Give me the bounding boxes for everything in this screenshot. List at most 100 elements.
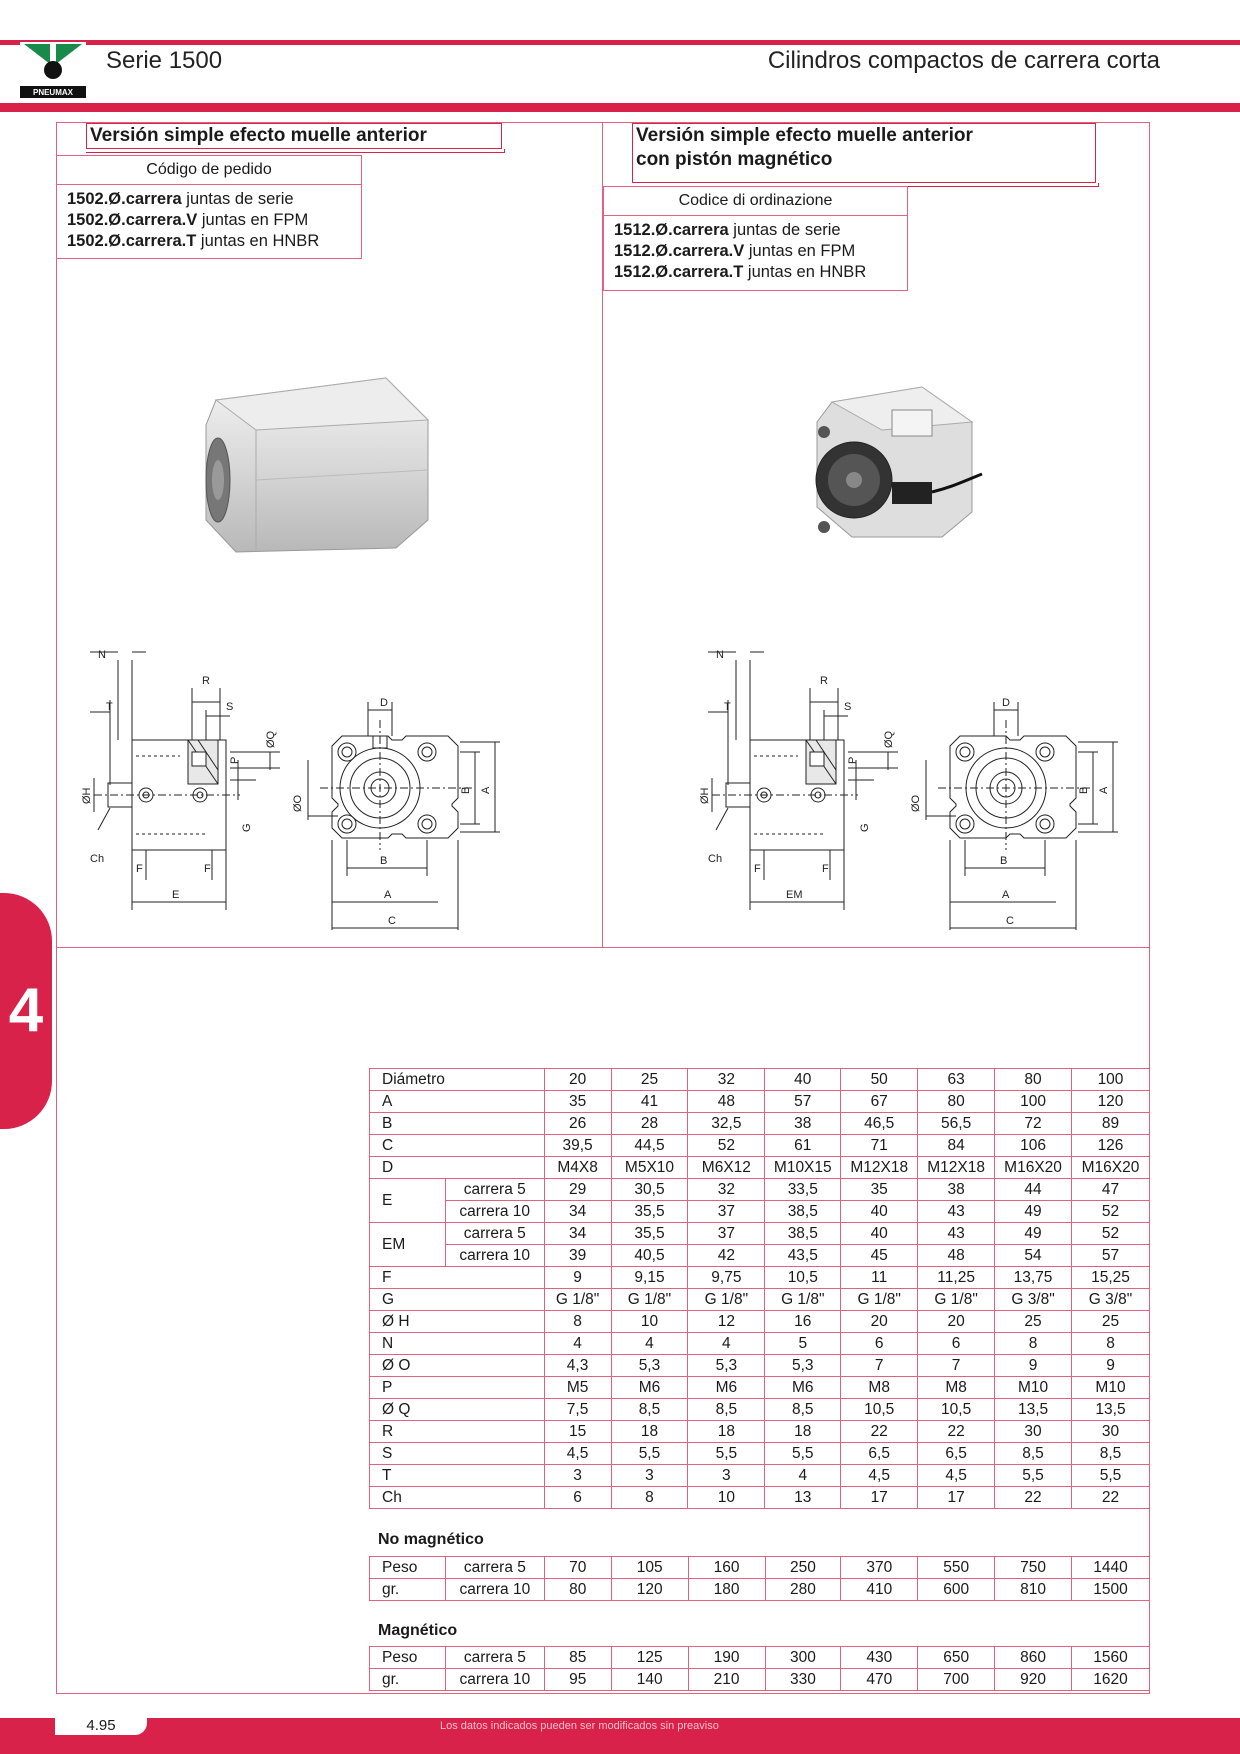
- table-cell: 280: [764, 1578, 842, 1601]
- table-cell: 52: [1071, 1200, 1150, 1223]
- dim-label-P: P: [847, 757, 859, 764]
- dim-label-O: ØO: [910, 794, 922, 812]
- table-cell: 810: [994, 1578, 1073, 1601]
- right-code-item: 1512.Ø.carrera.V juntas en FPM: [614, 242, 856, 260]
- table-cell: 34: [543, 1222, 612, 1245]
- table-cell: 860: [994, 1646, 1073, 1669]
- table-cell: 57: [764, 1090, 842, 1113]
- table-cell: 25: [994, 1310, 1072, 1333]
- dim-label-A-vert: A: [1098, 786, 1110, 794]
- table-cell: M6X12: [687, 1156, 766, 1179]
- table-cell: R: [369, 1420, 545, 1443]
- table-cell: M10X15: [764, 1156, 842, 1179]
- table-cell: M8: [840, 1376, 919, 1399]
- table-cell: 7: [917, 1354, 996, 1377]
- table-cell: M6: [610, 1376, 689, 1399]
- dim-label-G: G: [241, 823, 253, 832]
- table-cell: 7,5: [543, 1398, 612, 1421]
- table-cell: 550: [917, 1556, 996, 1579]
- table-cell: 61: [764, 1134, 842, 1157]
- drawing-bottom-rule: [56, 947, 1150, 948]
- table-cell: 7: [840, 1354, 919, 1377]
- table-cell: 37: [687, 1222, 766, 1245]
- table-cell: 41: [610, 1090, 689, 1113]
- table-cell: 4: [610, 1332, 689, 1355]
- table-cell: 47: [1071, 1178, 1150, 1201]
- table-cell: 56,5: [917, 1112, 996, 1135]
- table-cell: 16: [764, 1310, 842, 1333]
- dim-label-EM: EM: [786, 889, 803, 901]
- table-cell: 52: [687, 1134, 766, 1157]
- table-cell: 5: [764, 1332, 842, 1355]
- table-cell: 5,5: [994, 1464, 1072, 1487]
- dim-label-T: T: [724, 701, 731, 713]
- table-cell: N: [369, 1332, 545, 1355]
- table-cell: 10,5: [840, 1398, 919, 1421]
- table-cell: 120: [1071, 1090, 1150, 1113]
- table-cell: 84: [917, 1134, 996, 1157]
- table-cell: 9,75: [687, 1266, 766, 1289]
- right-code-item: 1512.Ø.carrera.T juntas en HNBR: [614, 263, 867, 281]
- table-cell: 44,5: [610, 1134, 689, 1157]
- table-cell: carrera 10: [444, 1668, 545, 1691]
- table-cell: 44: [994, 1178, 1072, 1201]
- table-cell: 4: [543, 1332, 612, 1355]
- dim-label-R: R: [820, 675, 828, 687]
- table-cell: 38: [917, 1178, 996, 1201]
- table-cell: 18: [687, 1420, 766, 1443]
- table-cell: 8,5: [994, 1442, 1072, 1465]
- table-cell: M5: [543, 1376, 612, 1399]
- table-cell: G 1/8": [840, 1288, 919, 1311]
- table-cell: 8: [543, 1310, 612, 1333]
- table-cell: 126: [1071, 1134, 1150, 1157]
- table-cell: 470: [840, 1668, 919, 1691]
- left-dimension-drawing: N R T S ØQ P ØH G Ch F F E D B A B A C Ø…: [81, 649, 500, 930]
- table-cell: Ø Q: [369, 1398, 545, 1421]
- left-code-item: 1502.Ø.carrera.V juntas en FPM: [67, 211, 309, 229]
- table-cell: Peso: [369, 1646, 446, 1669]
- table-cell: 30: [1071, 1420, 1150, 1443]
- table-cell: 700: [917, 1668, 996, 1691]
- table-cell: 190: [687, 1646, 766, 1669]
- right-title-line2: con pistón magnético: [636, 149, 833, 170]
- table-cell: 57: [1071, 1244, 1150, 1267]
- dim-label-H: ØH: [699, 787, 711, 804]
- table-cell: D: [369, 1156, 545, 1179]
- table-cell: 10,5: [764, 1266, 842, 1289]
- right-code-list: 1512.Ø.carrera juntas de serie 1512.Ø.ca…: [603, 215, 908, 291]
- table-cell: 430: [840, 1646, 919, 1669]
- table-cell: 10,5: [917, 1398, 996, 1421]
- right-title-line1: Versión simple efecto muelle anterior: [636, 125, 973, 146]
- table-cell: 8: [610, 1486, 689, 1509]
- table-cell: 210: [687, 1668, 766, 1691]
- table-cell: 89: [1071, 1112, 1150, 1135]
- table-cell: gr.: [369, 1668, 446, 1691]
- footer-bar: [0, 1718, 1240, 1754]
- table-cell: 39: [543, 1244, 612, 1267]
- logo-text: PNEUMAX: [33, 88, 74, 97]
- magnetic-title: Magnético: [378, 1622, 458, 1639]
- right-version-title: Versión simple efecto muelle anterior co…: [632, 123, 1099, 187]
- dim-label-G: G: [859, 823, 871, 832]
- table-cell: 40: [764, 1068, 842, 1091]
- table-cell: G 3/8": [994, 1288, 1072, 1311]
- table-cell: Ø O: [369, 1354, 545, 1377]
- table-cell: 6,5: [840, 1442, 919, 1465]
- table-cell: 80: [994, 1068, 1072, 1091]
- table-cell: 45: [840, 1244, 919, 1267]
- table-cell: 22: [917, 1420, 996, 1443]
- left-code-list: 1502.Ø.carrera juntas de serie 1502.Ø.ca…: [56, 184, 362, 259]
- table-cell: 8,5: [1071, 1442, 1150, 1465]
- table-cell: 13,5: [994, 1398, 1072, 1421]
- table-cell: G 1/8": [917, 1288, 996, 1311]
